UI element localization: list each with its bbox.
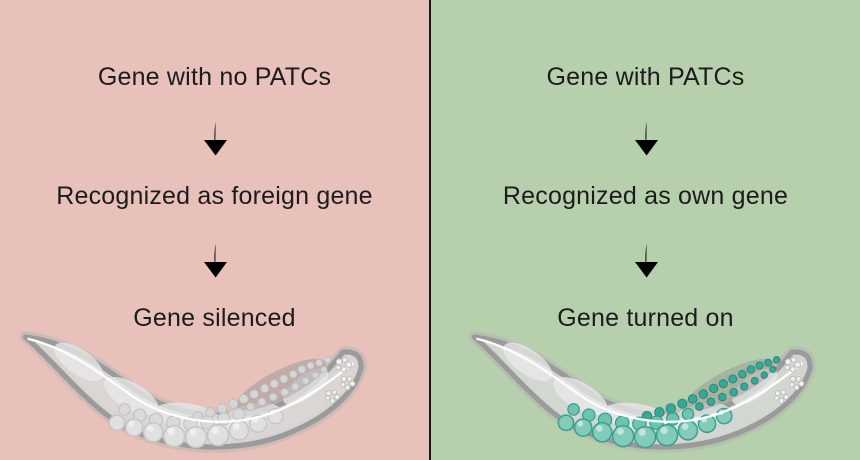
patc-panel: Gene with PATCs Recognized as own gene G… (431, 0, 860, 460)
step-gene-turned-on: Gene turned on (557, 304, 734, 332)
c-elegans-worm-gray-illustration (12, 316, 384, 459)
step-recognized-foreign: Recognized as foreign gene (56, 182, 373, 210)
step-gene-with-patcs: Gene with PATCs (546, 63, 745, 91)
down-arrow-icon (631, 120, 661, 160)
down-arrow-icon (200, 120, 230, 160)
panel-divider (429, 0, 431, 460)
c-elegans-worm-teal-illustration (461, 316, 833, 459)
step-gene-silenced: Gene silenced (133, 304, 296, 332)
no-patc-panel: Gene with no PATCs Recognized as foreign… (0, 0, 429, 460)
down-arrow-icon (200, 242, 230, 282)
step-recognized-own: Recognized as own gene (502, 182, 789, 210)
down-arrow-icon (631, 242, 661, 282)
step-gene-no-patcs: Gene with no PATCs (97, 63, 332, 91)
